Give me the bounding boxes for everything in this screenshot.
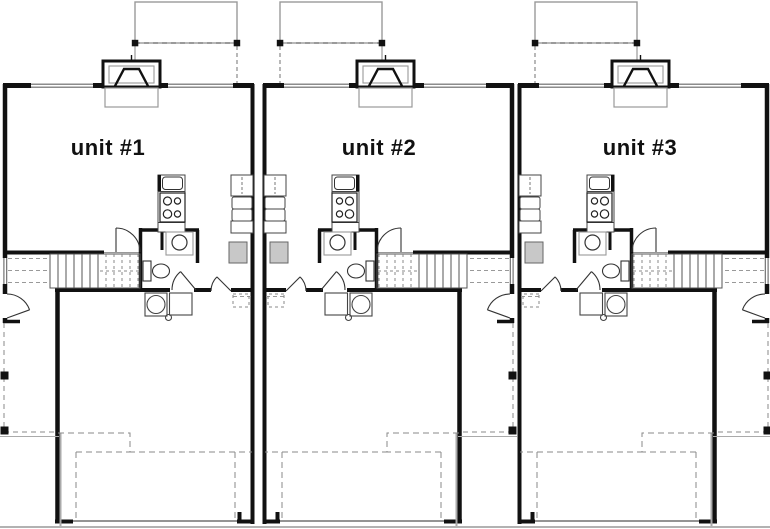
unit-2-plan [263,2,517,526]
unit-3-label: unit #3 [603,135,677,160]
unit-1-plan [0,2,254,526]
unit-1-label: unit #1 [71,135,145,160]
unit-2-label: unit #2 [342,135,416,160]
unit-3-plan [518,2,770,526]
